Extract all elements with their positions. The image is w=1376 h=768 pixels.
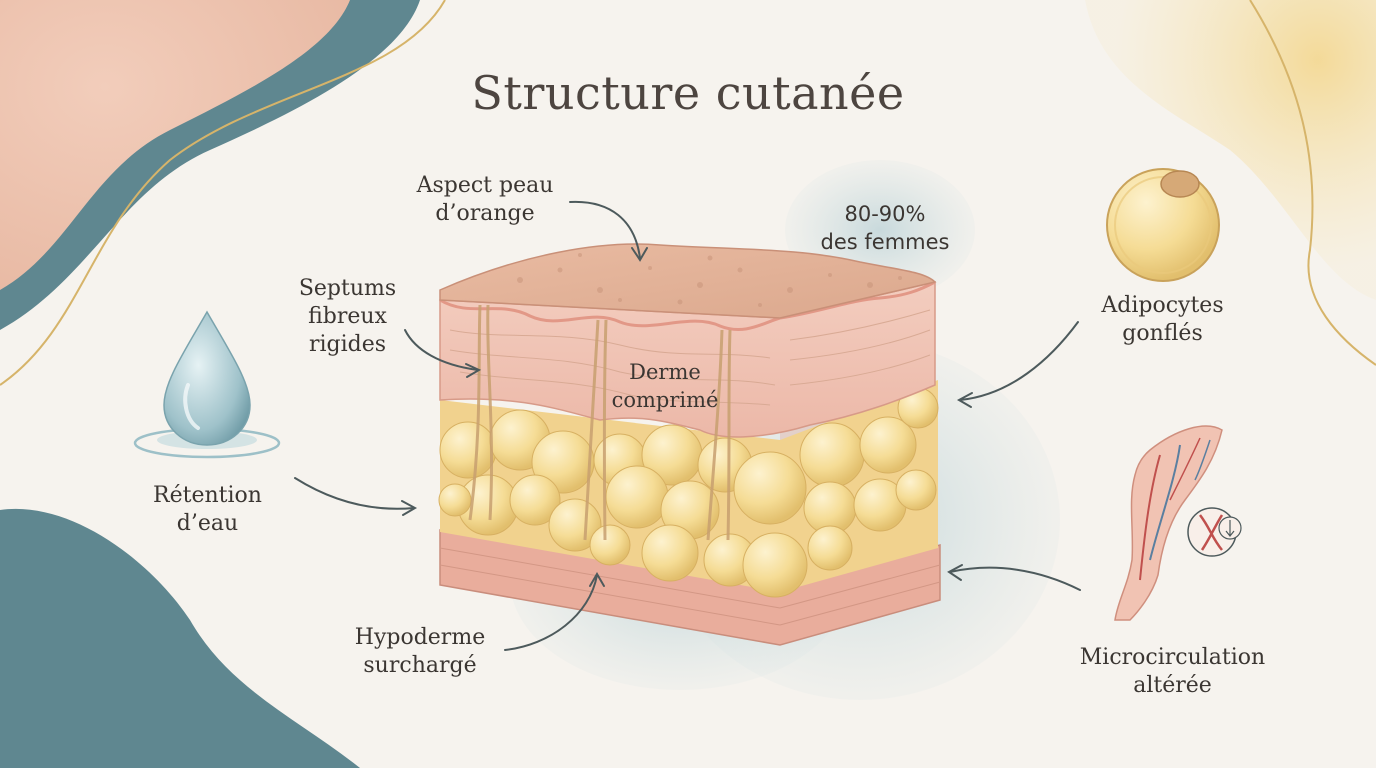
label-septums: Septums fibreux rigides	[298, 276, 397, 357]
epidermis-top-surface	[439, 243, 937, 319]
peach-blob-top-left	[0, 0, 350, 290]
label-hypoderme: Hypoderme surchargé	[354, 625, 486, 678]
teal-blob-bottom-left	[0, 508, 360, 768]
adipocyte-cell-icon	[1106, 168, 1220, 282]
gold-line-top-right	[1249, 0, 1376, 366]
gold-line-top-left	[0, 0, 446, 386]
label-derme: Derme comprimé	[611, 360, 719, 412]
label-stat-women: 80-90% des femmes	[820, 202, 950, 254]
water-drop-icon	[133, 310, 281, 459]
page-title: Structure cutanée	[471, 66, 905, 120]
label-microcirculation: Microcirculation altérée	[1079, 645, 1266, 698]
leg-veins-icon	[1114, 425, 1242, 621]
annotation-arrows	[294, 200, 1081, 651]
fat-cells	[438, 387, 939, 598]
yellow-wash-top-right	[1085, 0, 1376, 300]
label-adipocytes: Adipocytes gonflés	[1101, 293, 1224, 346]
label-retention: Rétention d’eau	[153, 483, 262, 536]
septum-fibers	[468, 304, 732, 541]
label-orange-peel: Aspect peau d’orange	[416, 173, 554, 226]
